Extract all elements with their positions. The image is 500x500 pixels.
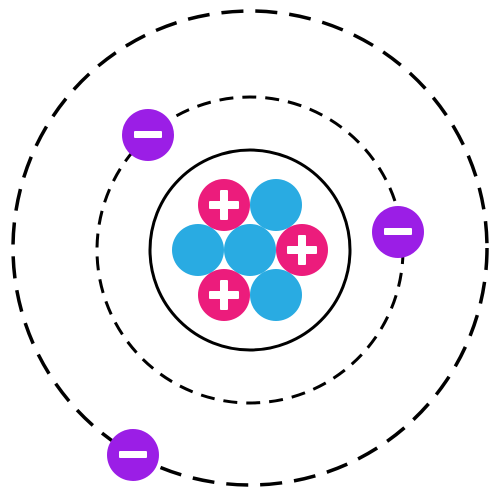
- neutron: [250, 269, 302, 321]
- proton: [276, 224, 328, 276]
- nucleus: [172, 179, 328, 321]
- electron: [122, 109, 174, 161]
- proton: [198, 179, 250, 231]
- proton: [198, 269, 250, 321]
- minus-sign-icon: [119, 451, 147, 458]
- outer-shell-orbit: [11, 9, 489, 487]
- minus-sign-icon: [134, 131, 162, 138]
- neutron: [250, 179, 302, 231]
- plus-sign-icon: [298, 235, 306, 265]
- electron: [372, 206, 424, 258]
- plus-sign-icon: [220, 190, 228, 220]
- neutron: [172, 224, 224, 276]
- neutron: [224, 224, 276, 276]
- plus-sign-icon: [220, 280, 228, 310]
- minus-sign-icon: [384, 228, 412, 235]
- electron: [107, 429, 159, 481]
